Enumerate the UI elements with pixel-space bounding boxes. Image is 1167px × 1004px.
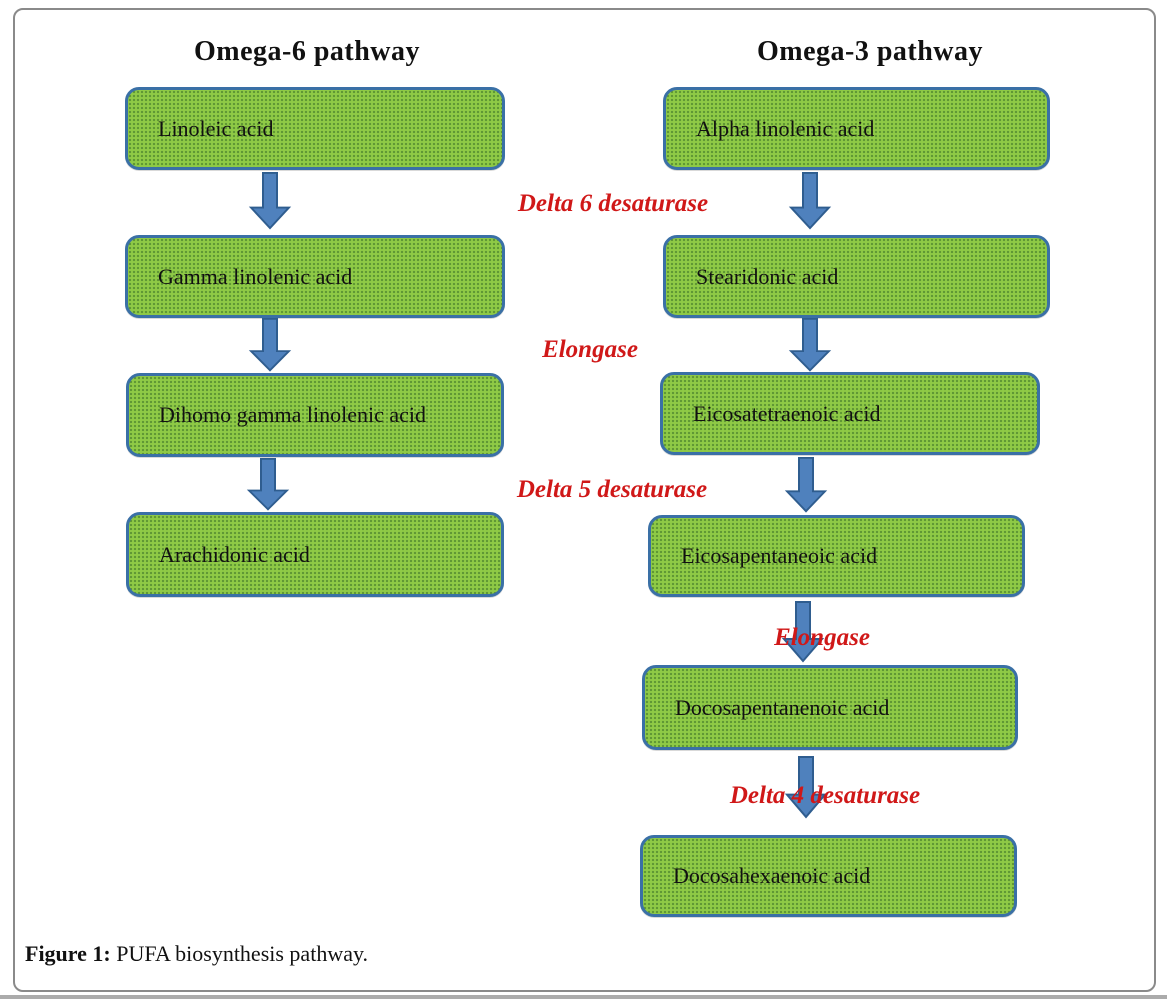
omega3-pathway-title: Omega-3 pathway [756, 36, 984, 67]
node-docosahexaenoic-acid: Docosahexaenoic acid [640, 835, 1017, 917]
node-alpha-linolenic-acid: Alpha linolenic acid [663, 87, 1050, 170]
figure-caption: Figure 1: PUFA biosynthesis pathway. [25, 941, 368, 967]
omega6-pathway-title: Omega-6 pathway [193, 36, 421, 67]
down-arrow-icon [784, 756, 828, 819]
node-label: Eicosatetraenoic acid [693, 400, 881, 426]
down-arrow-icon [246, 458, 290, 511]
enzyme-elongase: Elongase [542, 336, 638, 363]
down-arrow-icon [248, 172, 292, 230]
figure-caption-label: Figure 1: [25, 941, 111, 966]
node-eicosapentaneoic-acid: Eicosapentaneoic acid [648, 515, 1025, 597]
node-label: Docosapentanenoic acid [675, 694, 890, 720]
node-label: Dihomo gamma linolenic acid [159, 402, 426, 427]
figure-caption-text: PUFA biosynthesis pathway. [116, 941, 369, 966]
bottom-divider [0, 995, 1167, 999]
node-arachidonic-acid: Arachidonic acid [126, 512, 504, 597]
enzyme-delta6-desaturase: Delta 6 desaturase [517, 190, 709, 217]
down-arrow-icon [788, 172, 832, 230]
down-arrow-icon [788, 318, 832, 372]
node-label: Gamma linolenic acid [158, 263, 353, 289]
node-linoleic-acid: Linoleic acid [125, 87, 505, 170]
node-label: Linoleic acid [158, 115, 274, 141]
node-label: Alpha linolenic acid [696, 115, 875, 141]
enzyme-delta4-desaturase: Delta 4 desaturase [729, 782, 921, 809]
node-docosapentanenoic-acid: Docosapentanenoic acid [642, 665, 1018, 750]
node-label: Stearidonic acid [696, 263, 839, 289]
node-label: Docosahexaenoic acid [673, 863, 871, 888]
figure-card [13, 8, 1156, 992]
enzyme-elongase-right: Elongase [774, 624, 870, 651]
node-label: Eicosapentaneoic acid [681, 543, 878, 568]
down-arrow-icon [784, 457, 828, 513]
down-arrow-icon [781, 601, 825, 663]
node-label: Arachidonic acid [159, 541, 310, 567]
node-eicosatetraenoic-acid: Eicosatetraenoic acid [660, 372, 1040, 455]
node-stearidonic-acid: Stearidonic acid [663, 235, 1050, 318]
node-gamma-linolenic-acid: Gamma linolenic acid [125, 235, 505, 318]
enzyme-delta5-desaturase: Delta 5 desaturase [516, 476, 708, 503]
node-dihomo-gamma-linolenic-acid: Dihomo gamma linolenic acid [126, 373, 504, 457]
down-arrow-icon [248, 318, 292, 372]
